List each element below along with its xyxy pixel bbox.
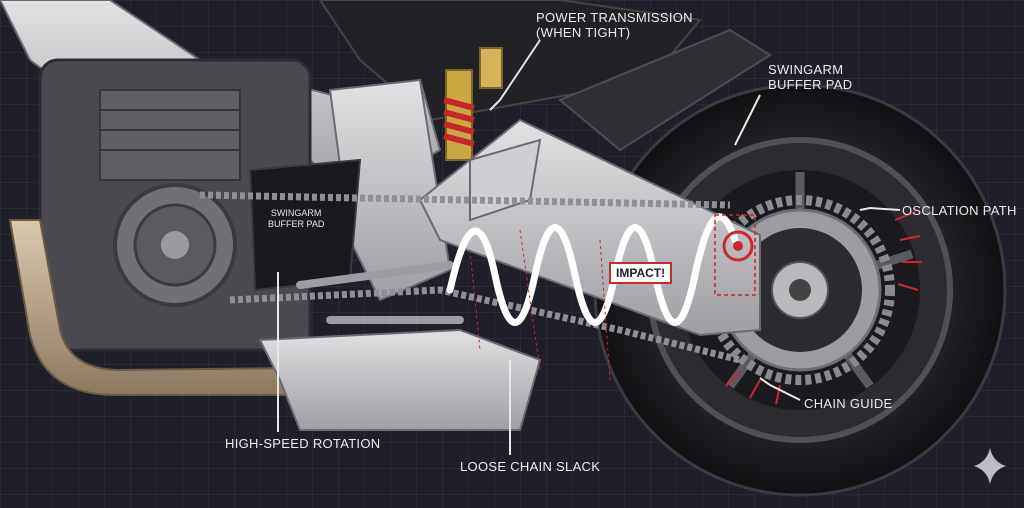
oscillation-wave (446, 213, 739, 326)
impact-label: IMPACT! (609, 262, 673, 284)
four-point-star-icon (974, 448, 1006, 484)
vibration-burst (725, 211, 922, 405)
impact-marker (714, 214, 756, 296)
swingarm-buffer-pad-line1: SWINGARM (768, 62, 844, 77)
chain-guide-label: CHAIN GUIDE (804, 396, 893, 411)
rear-fender (558, 28, 772, 152)
loose-chain-slack-label: LOOSE CHAIN SLACK (460, 459, 601, 474)
power-transmission-label: POWER TRANSMISSION (WHEN TIGHT) (536, 10, 693, 40)
wave-guides (469, 229, 611, 381)
swingarm-buffer-pad-label: SWINGARM BUFFER PAD (768, 62, 852, 92)
rear-shock (443, 47, 503, 161)
high-speed-rotation-label: HIGH-SPEED ROTATION (225, 436, 381, 451)
power-transmission-line1: POWER TRANSMISSION (536, 10, 693, 25)
oscillation-path-label: OSCLATION PATH (902, 203, 1017, 218)
inner-buffer-pad-line1: SWINGARM (270, 208, 322, 218)
inner-buffer-pad-label: SWINGARM BUFFER PAD (268, 208, 324, 230)
drive-chain (199, 191, 741, 364)
power-transmission-line2: (WHEN TIGHT) (536, 25, 631, 40)
inner-buffer-pad-line2: BUFFER PAD (268, 219, 325, 229)
rearset (296, 261, 464, 324)
leader-lines (277, 39, 901, 455)
exhaust-muffler (258, 328, 542, 431)
swingarm-buffer-pad-line2: BUFFER PAD (768, 77, 853, 92)
engine (38, 58, 312, 352)
